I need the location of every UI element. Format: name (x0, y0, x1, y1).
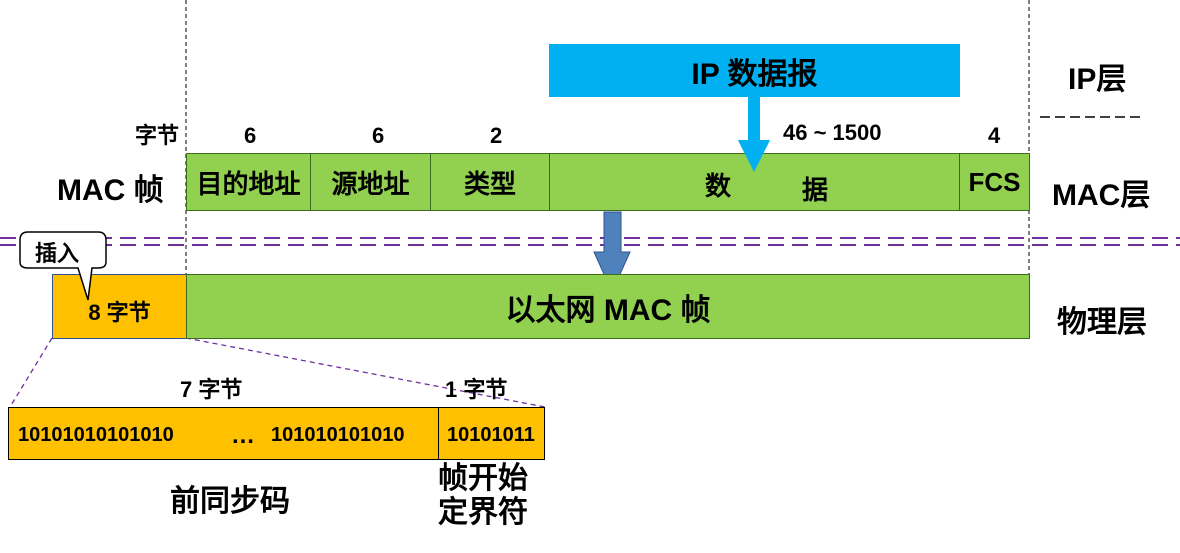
ethernet-frame-label: 以太网 MAC 帧 (505, 293, 711, 327)
size-src-addr: 6 (372, 123, 385, 148)
preamble-8-byte-label: 8 字节 (88, 299, 151, 325)
field-data-char-1: 数 (705, 171, 732, 201)
sync-bits-right: 101010101010 (271, 424, 405, 446)
bytes-header: 字节 (135, 123, 180, 148)
size-dest-addr: 6 (244, 123, 257, 148)
sync-bits-left: 10101010101010 (18, 424, 174, 446)
sync-bits-box: 10101010101010 … 101010101010 (8, 407, 439, 460)
field-fcs-label: FCS (968, 166, 1021, 197)
mac-layer-label: MAC层 (1052, 179, 1151, 212)
field-type: 类型 (430, 153, 550, 211)
field-dest-addr-label: 目的地址 (196, 168, 301, 199)
ip-datagram-box: IP 数据报 (549, 44, 960, 97)
sfd-name-line1: 帧开始 (438, 462, 528, 495)
size-type: 2 (490, 123, 503, 148)
sfd-name-line2: 定界符 (438, 496, 528, 529)
ip-down-arrow-tip (738, 140, 770, 172)
preamble-8-byte-box: 8 字节 (52, 274, 187, 339)
insert-callout-label: 插入 (35, 241, 80, 266)
mac-frame-label: MAC 帧 (57, 174, 164, 207)
sync-size-label: 7 字节 (180, 377, 243, 402)
sfd-size-label: 1 字节 (445, 377, 508, 402)
field-dest-addr: 目的地址 (186, 153, 311, 211)
ip-datagram-label: IP 数据报 (691, 57, 818, 91)
ethernet-frame-bar: 以太网 MAC 帧 (186, 274, 1030, 339)
phy-layer-label: 物理层 (1057, 306, 1147, 339)
field-fcs: FCS (959, 153, 1030, 211)
field-data-char-2: 据 (802, 175, 829, 205)
ip-layer-label: IP层 (1068, 63, 1127, 96)
sfd-bits: 10101011 (447, 424, 535, 446)
zoom-line-left (9, 337, 53, 408)
sync-ellipsis: … (231, 422, 255, 449)
zoom-line-right (185, 337, 546, 408)
sync-name-label: 前同步码 (170, 485, 290, 518)
size-fcs: 4 (988, 123, 1001, 148)
field-src-addr-label: 源地址 (331, 168, 410, 199)
field-type-label: 类型 (463, 168, 516, 199)
field-src-addr: 源地址 (310, 153, 431, 211)
sfd-bits-box: 10101011 (438, 407, 545, 460)
mac-down-arrow (593, 211, 631, 294)
size-data: 46 ~ 1500 (783, 120, 882, 145)
